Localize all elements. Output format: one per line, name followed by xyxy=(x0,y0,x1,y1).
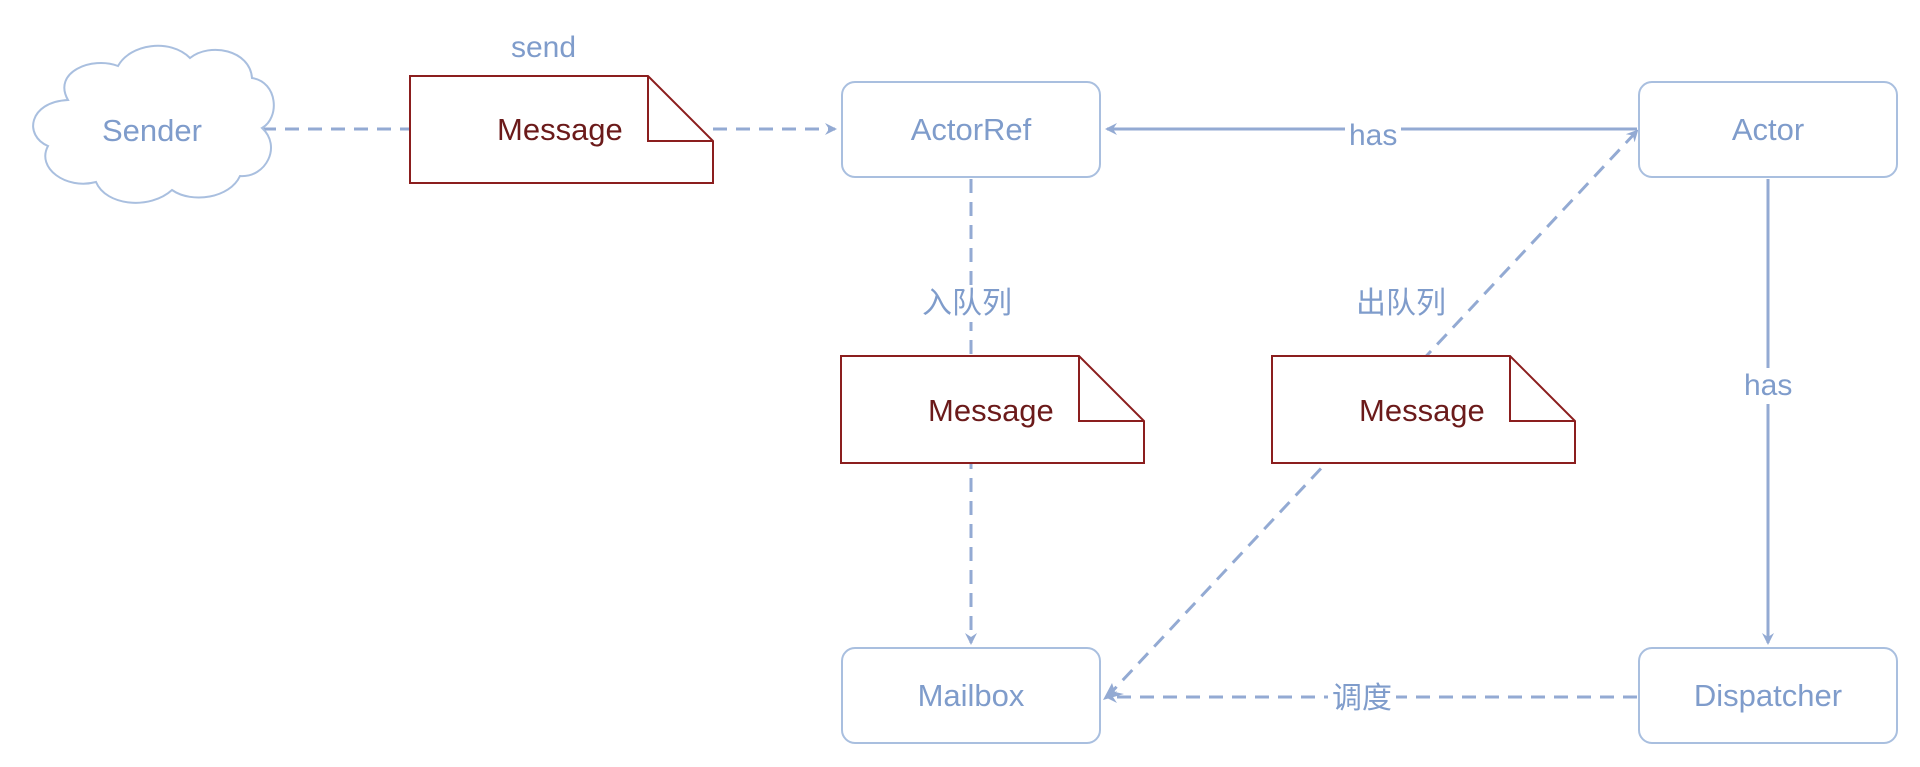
message-note-1 xyxy=(409,75,714,184)
message-note-3 xyxy=(1271,355,1576,464)
mailbox-node: Mailbox xyxy=(841,647,1101,744)
actorref-label: ActorRef xyxy=(910,111,1032,147)
edge-label-has-ref: has xyxy=(1345,118,1402,154)
message-label-3: Message xyxy=(1359,393,1485,428)
message-note-2 xyxy=(840,355,1145,464)
sender-label: Sender xyxy=(102,113,202,148)
edge-dequeue-tail-arrow xyxy=(1103,683,1124,700)
edge-label-enqueue: 入队列 xyxy=(918,286,1016,322)
actor-node: Actor xyxy=(1638,81,1898,178)
edge-label-send: send xyxy=(511,31,577,64)
edge-dequeue xyxy=(1105,129,1639,699)
edge-label-dequeue: 出队列 xyxy=(1352,286,1450,322)
actorref-node: ActorRef xyxy=(841,81,1101,178)
edge-label-schedule: 调度 xyxy=(1328,681,1396,717)
dispatcher-label: Dispatcher xyxy=(1693,677,1843,713)
message-label-2: Message xyxy=(928,393,1054,428)
dispatcher-node: Dispatcher xyxy=(1638,647,1898,744)
mailbox-label: Mailbox xyxy=(917,677,1025,713)
sender-cloud xyxy=(32,44,275,204)
message-label-1: Message xyxy=(497,112,623,147)
edge-label-has-dispatcher: has xyxy=(1740,368,1797,404)
actor-label: Actor xyxy=(1731,111,1805,147)
